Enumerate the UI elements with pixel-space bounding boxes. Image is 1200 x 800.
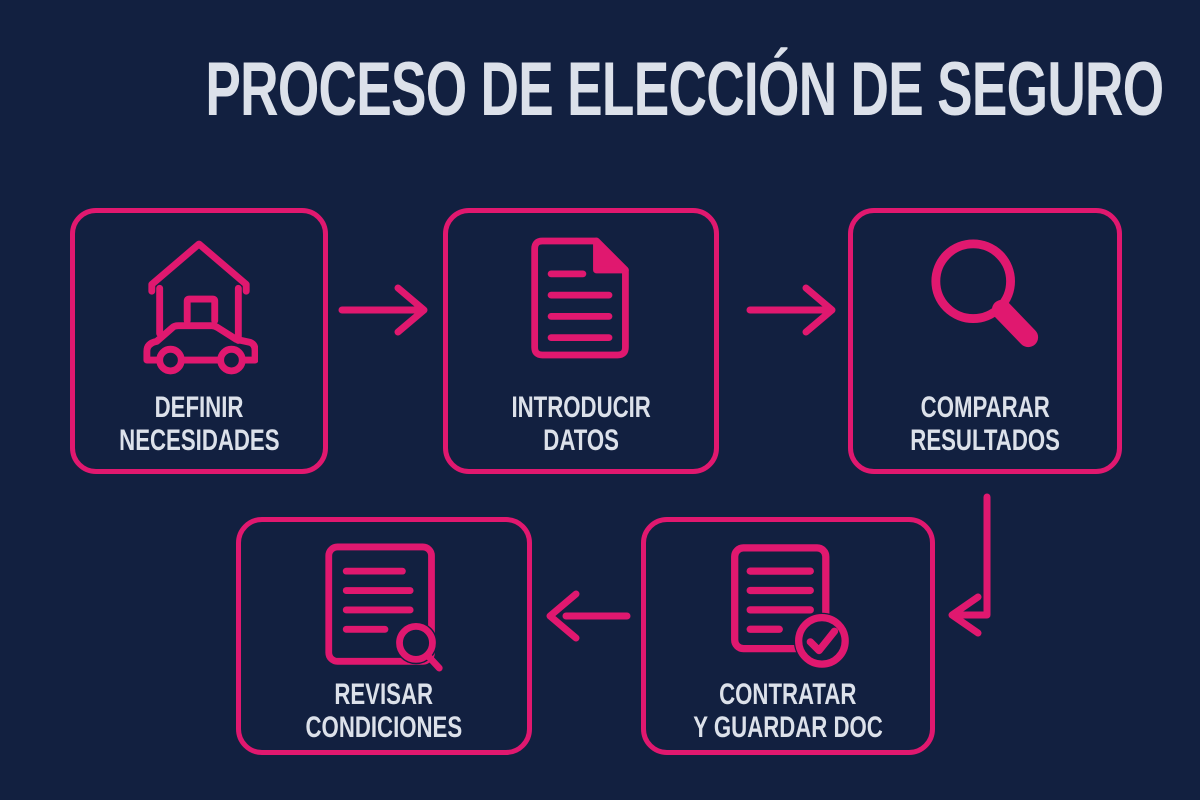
step-label: REVISAR CONDICIONES [305,678,463,744]
arrow-step2-step3 [746,284,836,336]
step-card-contratar-guardar-doc: CONTRATAR Y GUARDAR DOC [641,517,935,755]
page-title-text: PROCESO DE ELECCIÓN DE SEGURO [205,47,1164,132]
magnifier-icon [926,235,1044,355]
arrow-step3-step4 [948,493,991,637]
arrow-step4-step5 [546,590,631,642]
step-label: INTRODUCIR DATOS [511,391,651,457]
step-label: COMPARAR RESULTADOS [910,391,1060,457]
document-check-icon [725,542,851,670]
house-car-icon [140,235,258,375]
step-card-comparar-resultados: COMPARAR RESULTADOS [848,208,1122,474]
arrow-step1-step2 [338,284,428,336]
step-card-revisar-condiciones: REVISAR CONDICIONES [236,517,532,755]
document-icon [525,235,637,361]
step-card-definir-necesidades: DEFINIR NECESIDADES [70,208,328,474]
document-search-icon [321,542,447,674]
page-title: PROCESO DE ELECCIÓN DE SEGURO [0,46,1200,133]
step-card-introducir-datos: INTRODUCIR DATOS [443,208,719,474]
step-label: DEFINIR NECESIDADES [118,391,280,457]
step-label: CONTRATAR Y GUARDAR DOC [693,678,883,744]
